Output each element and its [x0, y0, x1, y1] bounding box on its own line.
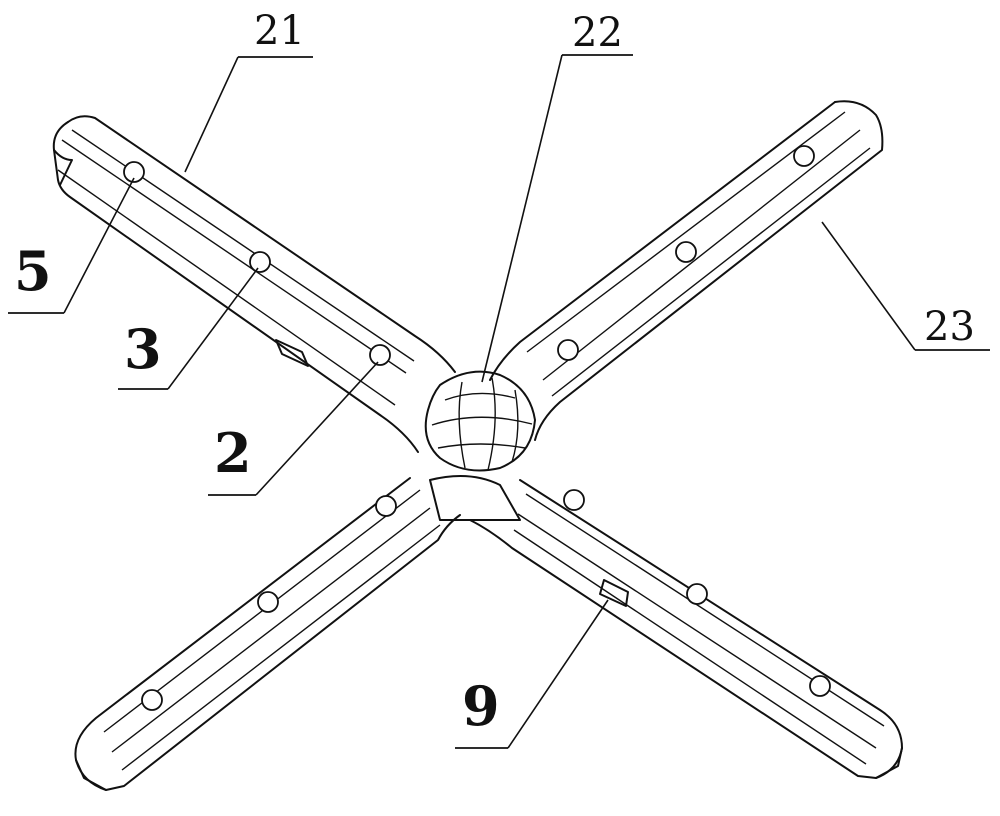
- leader-9: [507, 599, 609, 749]
- label-9: 9: [462, 674, 500, 738]
- arm-upper-right: [489, 100, 884, 441]
- peg: [557, 339, 579, 361]
- label-22: 22: [572, 10, 623, 56]
- peg: [369, 344, 391, 366]
- leader-5: [63, 177, 135, 314]
- leader-21: [184, 56, 239, 173]
- peg: [257, 591, 279, 613]
- label-2: 2: [214, 421, 252, 485]
- leader-lines: [8, 54, 990, 749]
- leader-22: [481, 54, 563, 383]
- clip-slot: [599, 579, 629, 607]
- peg: [809, 675, 831, 697]
- peg: [675, 241, 697, 263]
- arm-lower-right: [469, 479, 903, 779]
- peg: [249, 251, 271, 273]
- peg: [123, 161, 145, 183]
- label-5: 5: [14, 239, 52, 303]
- arm-upper-left: [52, 115, 456, 453]
- leader-2: [255, 361, 379, 496]
- reference-numerals: 21 22 23 5 3 2 9: [14, 8, 975, 738]
- label-3: 3: [124, 317, 162, 381]
- leader-23: [821, 221, 916, 351]
- peg: [793, 145, 815, 167]
- peg: [686, 583, 708, 605]
- peg: [563, 489, 585, 511]
- clip-slot: [275, 339, 309, 367]
- central-hub: [424, 370, 536, 521]
- label-21: 21: [254, 8, 305, 54]
- peg: [375, 495, 397, 517]
- arm-lower-left: [74, 477, 461, 791]
- label-23: 23: [924, 304, 975, 350]
- peg: [141, 689, 163, 711]
- leader-3: [167, 267, 259, 390]
